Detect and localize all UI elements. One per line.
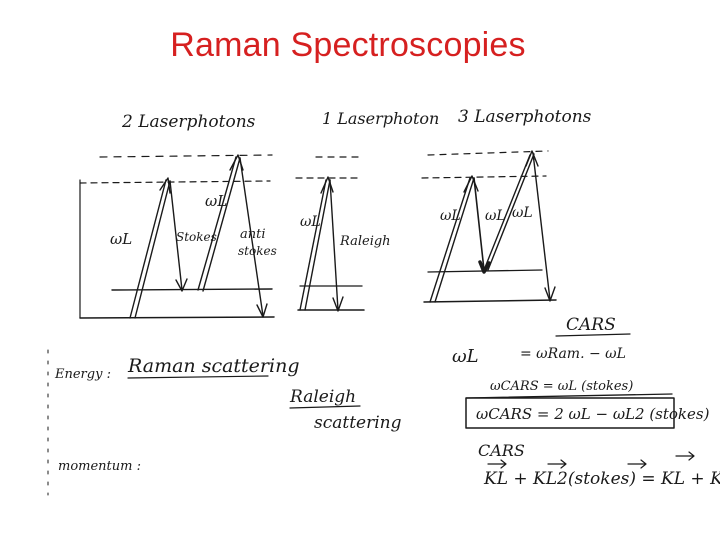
left-ground-level (79, 316, 275, 319)
vector-arrow-4 (675, 451, 695, 461)
middle-pump-arrowhead (320, 176, 334, 194)
cars-eq1-rhs: = ωRam. − ωL (520, 346, 626, 362)
middle-rayleigh-arrow (329, 179, 339, 311)
cars-heading: CARS (566, 315, 616, 335)
cars-eq3: ωCARS = 2 ωL − ωL2 (stokes) (476, 405, 710, 423)
left-pump-arrow-a (129, 179, 167, 319)
right-cars-arrowhead (544, 286, 556, 302)
left-virtual-level-lower (79, 180, 271, 184)
left-label-omega-l: ωL (110, 230, 132, 248)
raman-scattering-note: Raman scattering (127, 355, 299, 377)
left-label-anti: anti (240, 227, 266, 242)
raman-underline (127, 375, 269, 379)
right-virtual-level-upper (427, 150, 549, 156)
left-virtual-level-upper (99, 154, 273, 158)
vector-arrow-2 (547, 459, 567, 469)
left-pump-arrowhead (159, 177, 171, 194)
momentum-label: momentum : (58, 459, 141, 474)
left-stokes-arrow (169, 180, 183, 291)
left-stokes-arrowhead (175, 278, 188, 292)
right-cars-arrow (532, 152, 551, 301)
right-label-omega-l2: ωL (485, 208, 506, 224)
right-pump-arrowhead (463, 175, 479, 193)
left-pump2-arrow-a (197, 156, 237, 291)
right-panel-heading: 3 Laserphotons (458, 107, 592, 127)
energy-label: Energy : (54, 367, 111, 382)
right-ground-level (423, 299, 557, 303)
middle-label-omega-l: ωL (300, 214, 321, 230)
left-panel-heading: 2 Laserphotons (121, 112, 256, 132)
raleigh-note: Raleigh (289, 387, 356, 407)
right-pump-arrow-a (429, 177, 471, 303)
notes-area: Energy : Raman scattering Raleigh scatte… (47, 315, 720, 496)
cars-eq3-box (465, 397, 675, 429)
momentum-equation: KL + KL2(stokes) = KL + KCARS (483, 469, 720, 489)
left-label-stokes: Stokes (176, 230, 217, 244)
cars-heading-underline (555, 333, 631, 337)
middle-pump-arrow-a (299, 179, 327, 311)
right-pump-arrow-b (434, 177, 475, 303)
right-virtual-level-lower (421, 175, 547, 179)
right-stokes-arrowhead (478, 260, 491, 274)
left-antistokes-arrowhead (256, 303, 268, 318)
middle-panel-heading: 1 Laserphoton (322, 109, 439, 128)
left-panel-diagram: ωL ωL Stokes anti stokes (79, 154, 277, 319)
left-pump2-arrow-b (202, 157, 241, 292)
left-label-omega-l2: ωL (205, 192, 227, 210)
right-label-omega-l1: ωL (440, 208, 461, 224)
slide-title: Raman Spectroscopies (170, 26, 526, 64)
vector-arrow-3 (627, 459, 647, 469)
middle-panel-diagram: ωL Raleigh (295, 156, 391, 312)
left-label-stokes2: stokes (238, 244, 277, 258)
right-pump3-arrow-b (487, 153, 535, 271)
cars-eq1-lhs: ωL (452, 346, 479, 367)
vector-arrow-1 (487, 459, 507, 469)
left-pump-arrow-b (134, 180, 171, 319)
raleigh-underline (289, 405, 361, 409)
right-panel-diagram: ωL ωL ωL (421, 150, 557, 303)
left-vibrational-level (111, 288, 273, 291)
left-antistokes-arrow (239, 157, 264, 317)
right-label-omega-l3: ωL (512, 205, 533, 221)
middle-label-raleigh: Raleigh (339, 234, 391, 249)
cars-heading-2: CARS (478, 441, 525, 460)
middle-pump-arrow-b (304, 179, 331, 311)
right-pump3-arrowhead (525, 150, 539, 167)
right-pump3-arrow-a (483, 154, 531, 271)
middle-rayleigh-arrowhead (332, 296, 344, 312)
cars-eq2: ωCARS = ωL (stokes) (490, 379, 633, 394)
scattering-note: scattering (314, 413, 402, 433)
right-stokes-arrow (473, 177, 485, 271)
